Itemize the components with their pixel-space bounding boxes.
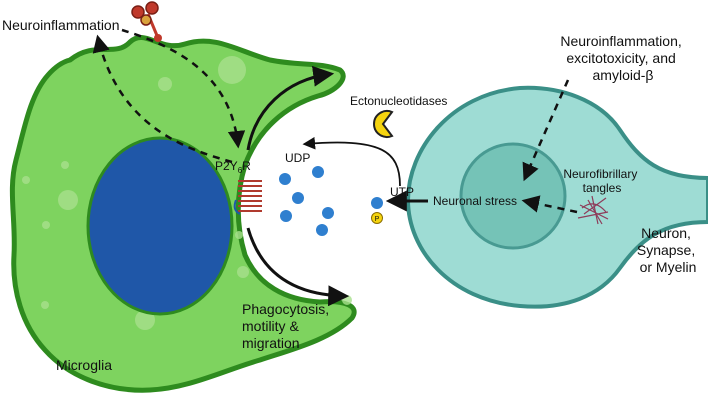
microglia-vesicles [22,56,352,330]
label-p2y6r-sub: 6 [238,166,243,175]
arrow-tangles-to-stress [521,195,578,214]
utp-molecule [371,197,383,209]
label-utp: UTP [390,185,414,199]
label-tangles-line2: tangles [583,181,622,195]
neuron-nucleus [459,142,567,250]
arrow-triggers-to-stress [522,79,570,182]
label-neuron-line2: Synapse, [637,242,695,258]
udp-molecule [322,207,334,219]
label-p2y6r-tail: R [242,159,251,173]
label-udp: UDP [285,151,310,165]
label-triggers: Neuroinflammation, excitotoxicity, and a… [560,33,685,83]
label-triggers-line1: Neuroinflammation, [560,33,681,49]
label-neuron: Neuron, Synapse, or Myelin [637,225,699,275]
udp-molecule [312,166,324,178]
label-ectonucleotidases: Ectonucleotidases [350,94,447,108]
arrow-p2y6r-to-neuroinflammation [92,34,233,164]
label-neuron-line1: Neuron, [641,225,691,241]
cytokine-icon [131,1,162,42]
p2y6r-receptor-icon [233,180,262,215]
label-phago-line1: Phagocytosis, [242,301,329,317]
arrow-up-membrane [246,65,335,151]
label-phago-line2: motility & [242,318,299,334]
ectonucleotidase-icon [373,110,394,138]
phosphate-icon [371,212,383,224]
tangles-icon [577,195,609,225]
microglia-nucleus [86,136,234,316]
label-tangles-line1: Neurofibrillary [563,167,637,181]
label-neuronal-stress: Neuronal stress [433,194,517,208]
arrow-down-membrane [246,227,350,307]
label-microglia: Microglia [56,357,112,373]
phosphate-label: P [375,216,380,223]
label-phago-line3: migration [242,335,300,351]
label-triggers-line3: amyloid-β [593,67,654,83]
label-phagocytosis: Phagocytosis, motility & migration [242,301,333,351]
udp-molecule [292,192,304,204]
label-neuron-line3: or Myelin [640,259,697,275]
udp-molecule [280,210,292,222]
arrow-utp-to-udp [302,136,401,187]
label-neuroinflammation: Neuroinflammation [2,17,120,33]
label-tangles: Neurofibrillary tangles [563,167,640,195]
label-triggers-line2: excitotoxicity, and [566,50,675,66]
arrow-cytokine-to-p2y6r [121,28,246,149]
label-p2y6r: P2Y6R [215,159,251,175]
udp-molecule [279,173,291,185]
udp-molecules [279,166,334,236]
udp-molecule [316,224,328,236]
label-p2y6r-main: P2Y [215,159,238,173]
